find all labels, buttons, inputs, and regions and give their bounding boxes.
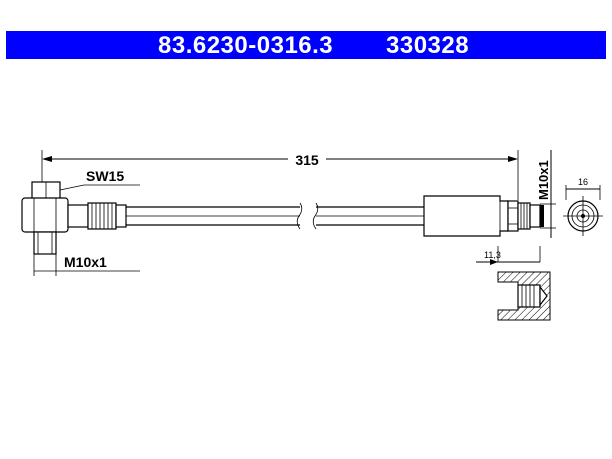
article-number: 330328 <box>386 32 470 59</box>
end-offset-label: 11,3 <box>484 250 501 260</box>
left-thread-label: M10x1 <box>64 254 107 270</box>
wrench-size-label: SW15 <box>86 168 124 184</box>
length-label: 315 <box>295 152 319 168</box>
part-number: 83.6230-0316.3 <box>158 32 334 59</box>
wrench-size-callout: SW15 <box>59 168 140 191</box>
right-thread-dimension: M10x1 <box>536 150 556 238</box>
port-section-detail: 11,3 <box>476 246 551 321</box>
end-view: 16 <box>563 177 603 236</box>
right-thread-label: M10x1 <box>536 160 551 200</box>
left-banjo-fitting <box>21 181 127 255</box>
title-banner: 83.6230-0316.3 330328 <box>6 31 606 59</box>
length-dimension: 315 <box>41 150 519 205</box>
right-fitting <box>423 195 544 237</box>
hose <box>126 202 424 230</box>
end-diameter-label: 16 <box>578 177 588 187</box>
left-thread-callout: M10x1 <box>33 254 140 276</box>
